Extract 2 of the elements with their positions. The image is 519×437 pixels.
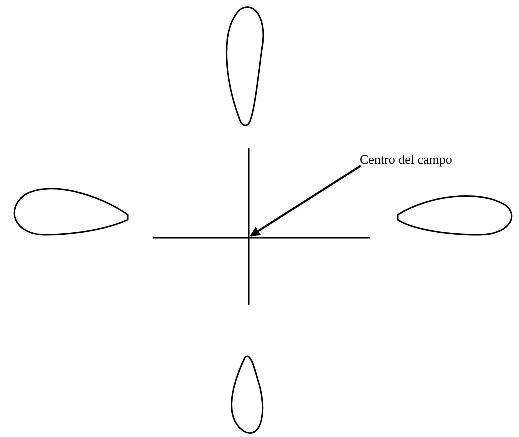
leader-arrow [250, 165, 362, 237]
callout-text: Centro del campo [360, 152, 452, 167]
